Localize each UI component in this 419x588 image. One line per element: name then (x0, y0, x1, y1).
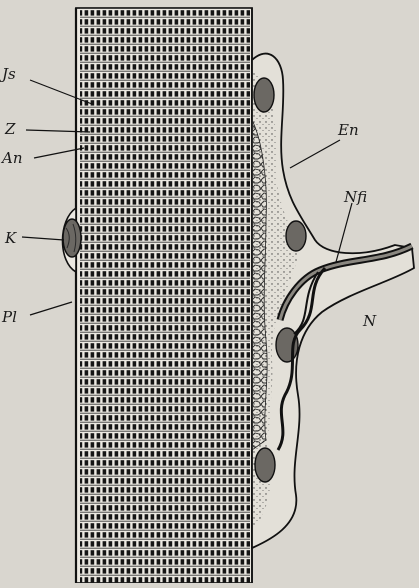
endplate-nucleus (254, 78, 274, 112)
label-k: K (4, 229, 17, 247)
label-en: En (337, 121, 359, 139)
label-z: Z (4, 120, 16, 138)
label-an: An (0, 149, 23, 167)
endplate-nucleus (255, 448, 275, 482)
motor-end-plate (252, 54, 414, 548)
label-n: N (362, 312, 377, 330)
label-pl: Pl (1, 308, 17, 326)
label-nfi: Nfi (343, 188, 367, 206)
endplate-nucleus (286, 221, 306, 251)
label-js: Js (0, 65, 16, 83)
muscle-fiber (76, 8, 252, 583)
